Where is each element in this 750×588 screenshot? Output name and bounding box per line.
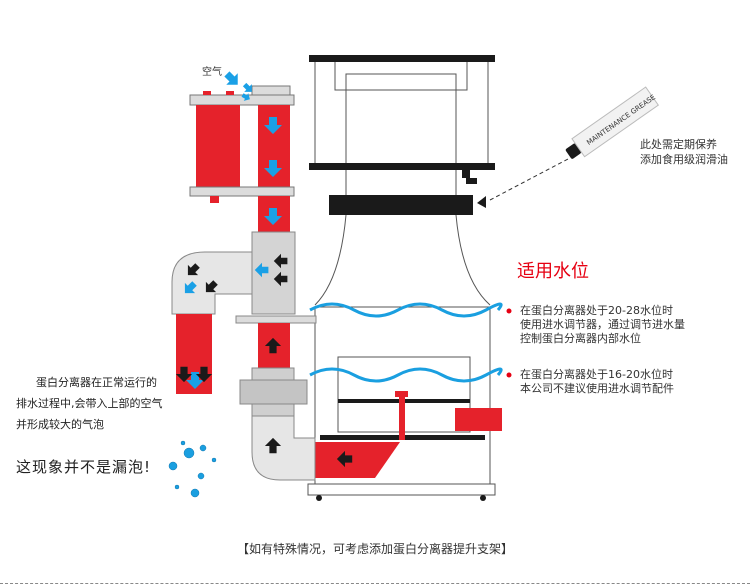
bubble-note-line: 排水过程中,会带入上部的空气 <box>16 397 163 410</box>
level-note-line: 在蛋白分离器处于20-28水位时 <box>520 304 673 317</box>
water-levels <box>309 302 503 383</box>
valve-stem <box>399 397 405 440</box>
grease-note-line: 此处需定期保养 <box>640 138 717 151</box>
cup-lid <box>309 55 495 62</box>
footer-note: 【如有特殊情况，可考虑添加蛋白分离器提升支架】 <box>236 542 513 556</box>
internal-parts <box>315 391 502 478</box>
level-note-2: 在蛋白分离器处于16-20水位时 本公司不建议使用进水调节配件 <box>520 368 674 396</box>
water-level-title: 适用水位 <box>517 261 589 282</box>
footer-divider <box>0 583 750 584</box>
air-label: 空气 <box>202 67 222 78</box>
bubble-note-line: 蛋白分离器在正常运行的 <box>36 376 157 389</box>
grease-note-line: 添加食用级润滑油 <box>640 153 728 166</box>
cup-drain <box>462 170 477 184</box>
water-level-high <box>309 302 503 318</box>
level-note-line: 本公司不建议使用进水调节配件 <box>520 382 674 395</box>
grease-ring <box>329 195 473 215</box>
bubble-note-line: 并形成较大的气泡 <box>16 418 104 431</box>
level-note-line: 在蛋白分离器处于16-20水位时 <box>520 368 673 381</box>
level-note-1: 在蛋白分离器处于20-28水位时 使用进水调节器，通过调节进水量 控制蛋白分离器… <box>520 304 685 346</box>
grease-pointer-arrow <box>477 196 486 208</box>
not-leak-note: 这现象并不是漏泡! <box>16 458 152 476</box>
grease-maintenance-note: 此处需定期保养 添加食用级润滑油 <box>640 137 728 167</box>
level-bullet-1 <box>506 308 512 314</box>
level-note-line: 使用进水调节器，通过调节进水量 <box>520 318 685 331</box>
cup-base-ring <box>309 163 495 170</box>
bubble-explanation: 蛋白分离器在正常运行的 排水过程中,会带入上部的空气 并形成较大的气泡 <box>16 372 163 435</box>
skimmer-body <box>307 55 496 501</box>
level-bullet-2 <box>506 372 512 378</box>
air-bubbles <box>168 440 217 498</box>
water-level-low <box>309 367 503 383</box>
side-inlet <box>455 408 502 431</box>
inlet-regulator <box>189 85 295 232</box>
grease-leader-line <box>489 157 571 201</box>
bottom-chamber <box>315 442 400 478</box>
valve-cap <box>395 391 408 397</box>
skimmer-base <box>307 483 496 496</box>
level-note-line: 控制蛋白分离器内部水位 <box>520 332 641 345</box>
